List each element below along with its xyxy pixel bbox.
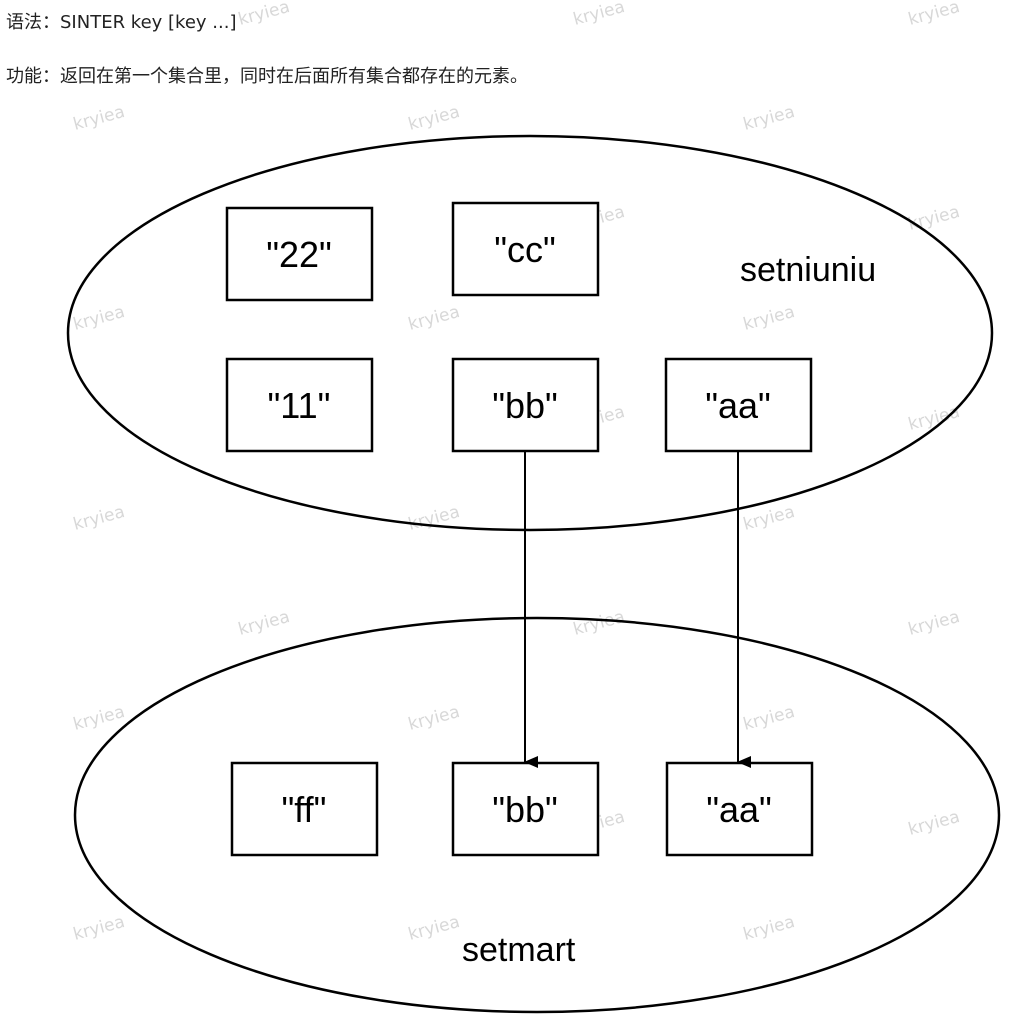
set1-element-22: "22" <box>225 206 374 302</box>
watermark-text: kryiea <box>406 702 462 735</box>
watermark-text: kryiea <box>71 102 127 135</box>
element-label: "aa" <box>706 789 772 830</box>
watermark-text: kryiea <box>71 502 127 535</box>
watermark-text: kryiea <box>236 607 292 640</box>
watermark-text: kryiea <box>406 102 462 135</box>
set2-element-ff: "ff" <box>230 761 379 857</box>
element-label: "bb" <box>492 789 558 830</box>
set1-element-cc: "cc" <box>451 201 600 297</box>
function-value: 返回在第一个集合里，同时在后面所有集合都存在的元素。 <box>60 66 528 87</box>
function-line: 功能：返回在第一个集合里，同时在后面所有集合都存在的元素。 <box>6 62 528 88</box>
watermark-text: kryiea <box>71 912 127 945</box>
watermark-text: kryiea <box>906 807 962 840</box>
watermark-text: kryiea <box>571 607 627 640</box>
set1-element-bb: "bb" <box>451 357 600 453</box>
watermark-text: kryiea <box>906 0 962 30</box>
set-setniuniu-label: setniuniu <box>740 251 876 289</box>
element-label: "ff" <box>282 789 327 830</box>
set2-element-bb: "bb" <box>451 761 600 857</box>
syntax-label: 语法： <box>6 12 60 33</box>
watermark-text: kryiea <box>406 302 462 335</box>
watermark-text: kryiea <box>236 0 292 30</box>
watermark-text: kryiea <box>571 0 627 30</box>
watermark-text: kryiea <box>741 912 797 945</box>
set2-element-aa: "aa" <box>665 761 814 857</box>
set-setniuniu-ellipse <box>66 134 994 532</box>
element-label: "11" <box>268 385 331 426</box>
watermark-text: kryiea <box>741 302 797 335</box>
set-setmart-ellipse <box>73 616 1001 1014</box>
watermark-text: kryiea <box>741 102 797 135</box>
syntax-value: SINTER key [key ...] <box>60 12 237 33</box>
syntax-line: 语法：SINTER key [key ...] <box>6 8 236 34</box>
element-label: "cc" <box>494 229 556 270</box>
watermark-text: kryiea <box>406 502 462 535</box>
watermark-text: kryiea <box>71 302 127 335</box>
watermark-text: kryiea <box>906 202 962 235</box>
watermark-text: kryiea <box>906 607 962 640</box>
watermark-text: kryiea <box>406 912 462 945</box>
watermark-text: kryiea <box>741 702 797 735</box>
function-label: 功能： <box>6 66 60 87</box>
set1-element-11: "11" <box>225 357 374 453</box>
set-setmart-label: setmart <box>462 931 576 969</box>
set1-element-aa: "aa" <box>664 357 813 453</box>
element-label: "aa" <box>705 385 771 426</box>
element-label: "22" <box>266 234 332 275</box>
element-label: "bb" <box>492 385 558 426</box>
